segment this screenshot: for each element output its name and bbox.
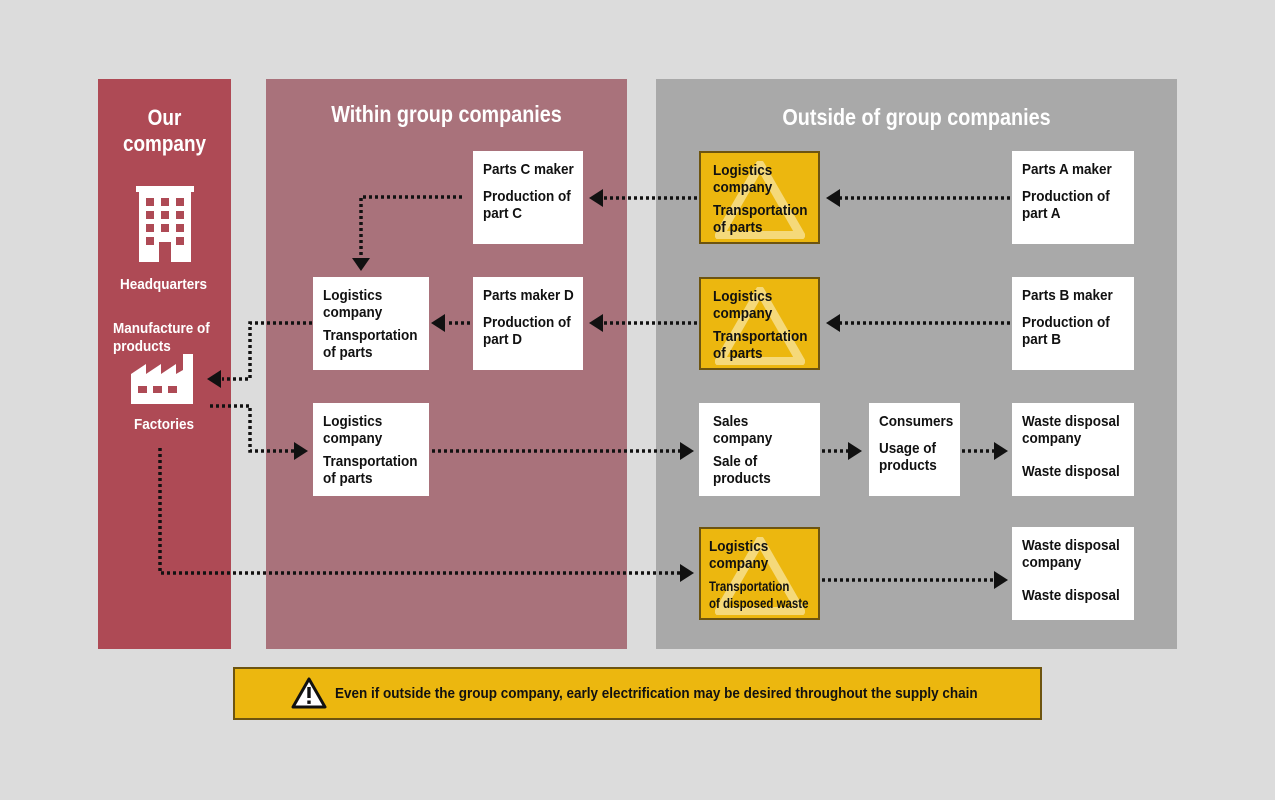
box-activity-line2: of parts	[713, 345, 763, 362]
box-activity-line1: Transportation	[709, 578, 790, 594]
box-activity-line1: Transportation	[713, 328, 808, 345]
box-name-line2: company	[1022, 554, 1082, 571]
waste-disposal-box-2: Waste disposal company Waste disposal	[1012, 527, 1134, 620]
arrow-right	[848, 442, 862, 460]
box-activity: Waste disposal	[1022, 587, 1120, 604]
warning-icon	[715, 287, 805, 365]
parts-a-maker-box: Parts A maker Production of part A	[1012, 151, 1134, 244]
box-name-line1: Waste disposal	[1022, 413, 1120, 430]
arrow-left	[589, 189, 603, 207]
logistics-outside-box-2: Logistics company Transportation of part…	[699, 277, 820, 370]
box-activity-line1: Sale of	[713, 453, 758, 470]
box-name-line2: company	[713, 430, 773, 447]
box-activity-line2: of parts	[323, 470, 373, 487]
box-activity-line2: part B	[1022, 331, 1062, 348]
waste-disposal-box-1: Waste disposal company Waste disposal	[1012, 403, 1134, 496]
box-name: Parts C maker	[483, 161, 574, 178]
our-company-panel: Our company	[98, 79, 231, 649]
logistics-outside-box-3: Logistics company Transportation of disp…	[699, 527, 820, 620]
box-name-line1: Sales	[713, 413, 749, 430]
consumers-box: Consumers Usage of products	[869, 403, 960, 496]
box-name-line2: company	[1022, 430, 1082, 447]
box-activity-line1: Usage of	[879, 440, 937, 457]
box-activity-line1: Production of	[483, 314, 571, 331]
our-company-title: Our company	[107, 105, 221, 157]
headquarters-label: Headquarters	[120, 276, 208, 293]
arrow-left	[826, 189, 840, 207]
box-activity: Waste disposal	[1022, 463, 1120, 480]
box-name: Parts maker D	[483, 287, 574, 304]
arrow-down	[352, 258, 370, 271]
within-group-title: Within group companies	[331, 101, 562, 127]
our-company-title-line2: company	[122, 131, 207, 156]
box-name-line2: company	[713, 305, 773, 322]
warning-icon	[291, 677, 327, 709]
box-name-line1: Logistics	[323, 413, 383, 430]
box-name: Parts B maker	[1022, 287, 1113, 304]
box-name-line1: Logistics	[713, 288, 773, 305]
arrow-right	[294, 442, 308, 460]
box-name-line1: Logistics	[323, 287, 383, 304]
logistics-within-box-2: Logistics company Transportation of part…	[313, 403, 429, 496]
logistics-outside-box-1: Logistics company Transportation of part…	[699, 151, 820, 244]
arrow-right	[680, 442, 694, 460]
parts-c-maker-box: Parts C maker Production of part C	[473, 151, 583, 244]
parts-b-maker-box: Parts B maker Production of part B	[1012, 277, 1134, 370]
box-activity-line2: of disposed waste	[709, 595, 809, 611]
box-name-line1: Logistics	[713, 162, 773, 179]
building-icon	[136, 186, 194, 262]
arrow-right	[994, 442, 1008, 460]
box-activity-line1: Transportation	[323, 327, 418, 344]
box-activity-line2: part C	[483, 205, 523, 222]
arrow-right	[680, 564, 694, 582]
box-activity-line1: Transportation	[713, 202, 808, 219]
box-activity-line2: products	[879, 457, 937, 474]
box-activity-line1: Production of	[1022, 188, 1110, 205]
arrow-left	[207, 370, 221, 388]
box-activity-line2: products	[713, 470, 771, 487]
box-name-line1: Logistics	[709, 538, 769, 555]
manufacture-label-line2: products	[113, 338, 171, 355]
box-activity-line1: Transportation	[323, 453, 418, 470]
arrow-left	[431, 314, 445, 332]
electrification-note: Even if outside the group company, early…	[233, 667, 1042, 720]
box-name-line2: company	[323, 430, 383, 447]
outside-group-title: Outside of group companies	[782, 104, 1051, 130]
box-name-line2: company	[323, 304, 383, 321]
warning-icon	[715, 537, 805, 615]
warning-icon	[715, 161, 805, 239]
arrow-left	[826, 314, 840, 332]
box-name-line1: Waste disposal	[1022, 537, 1120, 554]
logistics-within-box-1: Logistics company Transportation of part…	[313, 277, 429, 370]
box-name-line2: company	[709, 555, 769, 572]
note-text: Even if outside the group company, early…	[335, 685, 978, 702]
box-activity-line2: part D	[483, 331, 523, 348]
factories-label: Factories	[134, 416, 195, 433]
box-activity-line1: Production of	[1022, 314, 1110, 331]
our-company-title-line1: Our	[147, 105, 182, 130]
box-name: Parts A maker	[1022, 161, 1112, 178]
box-activity-line2: part A	[1022, 205, 1061, 222]
box-activity-line2: of parts	[713, 219, 763, 236]
arrow-left	[589, 314, 603, 332]
parts-d-maker-box: Parts maker D Production of part D	[473, 277, 583, 370]
box-name-line2: company	[713, 179, 773, 196]
box-name: Consumers	[879, 413, 954, 430]
sales-company-box: Sales company Sale of products	[699, 403, 820, 496]
arrow-right	[994, 571, 1008, 589]
box-activity-line2: of parts	[323, 344, 373, 361]
box-activity-line1: Production of	[483, 188, 571, 205]
factory-icon	[131, 354, 193, 404]
manufacture-label-line1: Manufacture of	[113, 320, 210, 337]
